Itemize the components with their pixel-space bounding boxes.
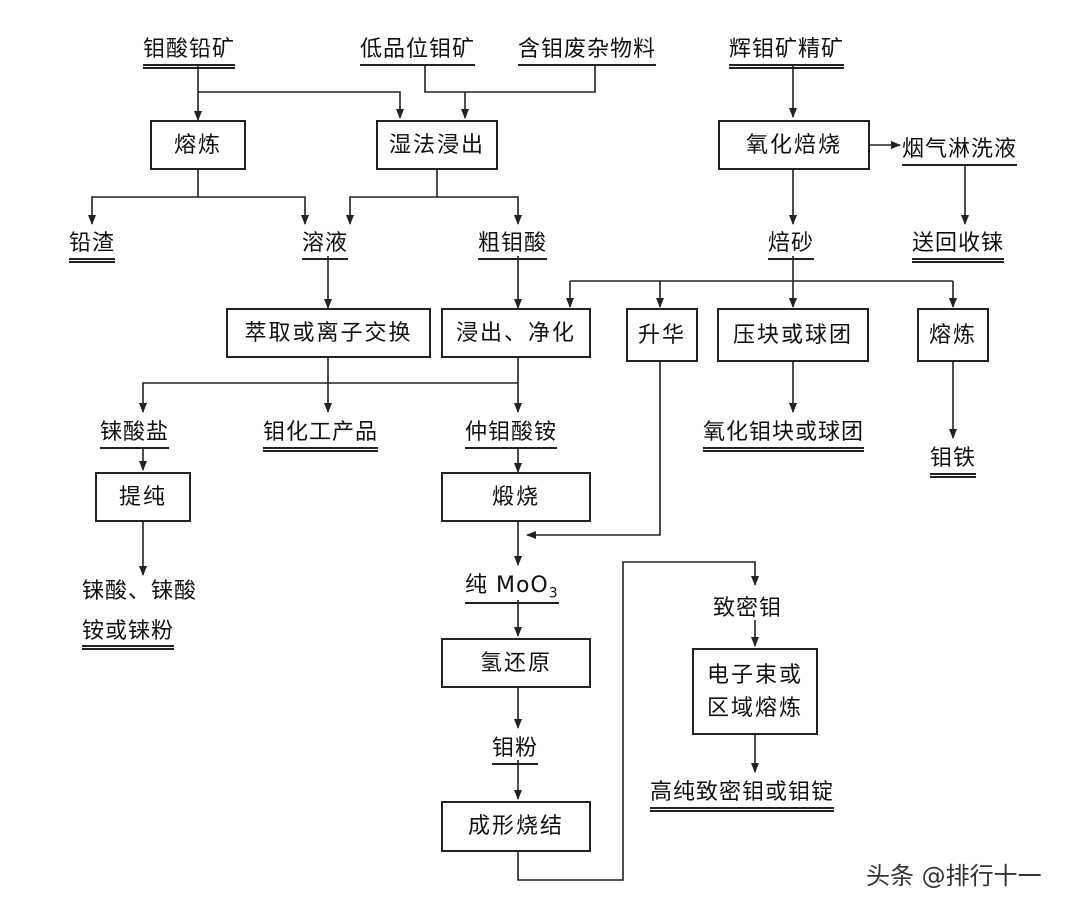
- box-wet-leaching: 湿法浸出: [376, 120, 498, 170]
- wire-leach-to-crude: [437, 196, 522, 225]
- label-mo-oxide-briquettes: 氧化钼块或球团: [703, 414, 865, 452]
- label-lead-molybdate-ore: 钼酸铅矿: [143, 31, 236, 69]
- ebeam-line2: 区域熔炼: [706, 695, 803, 721]
- label-solution: 溶液: [302, 225, 349, 260]
- watermark: 头条 @排行十一: [866, 862, 1042, 890]
- box-briquetting: 压块或球团: [717, 308, 869, 362]
- box-leach-purify: 浸出、净化: [441, 308, 591, 358]
- label-rhenium-products: 铼酸、铼酸 铵或铼粉: [82, 572, 197, 652]
- label-mo-chemical-products: 钼化工产品: [263, 414, 379, 452]
- label-crude-molybdic-acid: 粗钼酸: [478, 225, 548, 260]
- label-high-purity-dense-mo: 高纯致密钼或钼锭: [650, 774, 835, 812]
- label-return-rhenium: 送回收铼: [912, 225, 1005, 263]
- label-ferromolybdenum: 钼铁: [930, 440, 977, 478]
- wire-smelt-to-solution: [198, 196, 309, 225]
- wire-sublimation-return: [526, 362, 661, 539]
- label-perrhenate-salt: 铼酸盐: [100, 414, 170, 449]
- ebeam-line1: 电子束或: [706, 662, 803, 688]
- wire-to-perrhenate: [139, 382, 518, 413]
- box-hydrogen-reduction: 氢还原: [441, 638, 591, 688]
- label-low-grade-ore: 低品位钼矿: [360, 31, 476, 66]
- box-sublimation: 升华: [626, 308, 698, 362]
- label-pure-moo3: 纯 MoO3: [465, 567, 559, 605]
- label-calcine: 焙砂: [768, 225, 815, 260]
- box-smelting-left: 熔炼: [150, 120, 246, 170]
- label-lead-slag: 铅渣: [69, 225, 116, 263]
- label-rhenium-line1: 铼酸、铼酸: [82, 579, 198, 604]
- box-purify: 提纯: [95, 472, 191, 522]
- box-ebeam-zone-melting: 电子束或 区域熔炼: [692, 648, 818, 735]
- label-rhenium-line2: 铵或铼粉: [82, 619, 175, 650]
- label-flue-gas-wash: 烟气淋洗液: [902, 131, 1018, 166]
- label-dense-mo: 致密钼: [713, 596, 783, 621]
- moo3-text: 纯 MoO: [465, 573, 549, 598]
- wire-smelt-split: [88, 170, 199, 225]
- label-mo-powder: 钼粉: [492, 730, 539, 765]
- box-oxidation-roasting: 氧化焙烧: [718, 120, 870, 170]
- label-ammonium-paramolybdate: 仲钼酸铵: [465, 414, 558, 449]
- box-smelting-right: 熔炼: [917, 308, 989, 362]
- label-mo-scrap: 含钼废杂物料: [518, 31, 657, 66]
- label-molybdenite-concentrate: 辉钼矿精矿: [729, 31, 845, 69]
- box-forming-sintering: 成形烧结: [441, 801, 591, 852]
- box-calcination: 煅烧: [441, 472, 591, 522]
- wire-leach-split: [346, 170, 438, 225]
- wire-lowgrade-scrap-join: [424, 66, 596, 93]
- moo3-subscript: 3: [548, 585, 559, 602]
- wire-forming-to-dense: [517, 561, 759, 881]
- box-extraction-ion-exchange: 萃取或离子交换: [226, 308, 431, 358]
- wire-pbmo-to-leach: [198, 91, 404, 119]
